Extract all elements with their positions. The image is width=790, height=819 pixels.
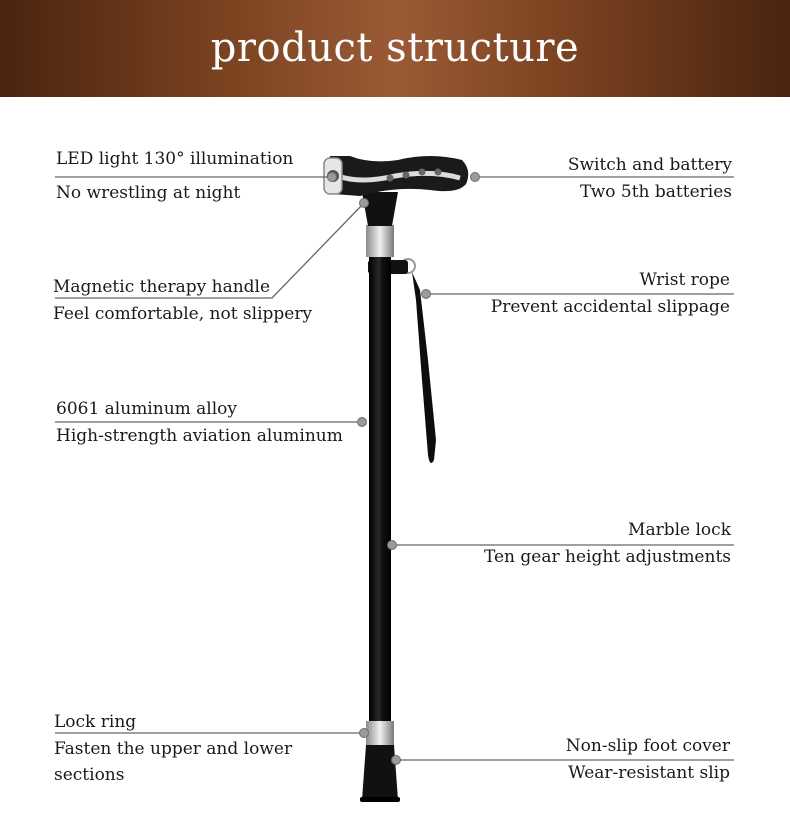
callout-alloy-desc: High-strength aviation aluminum <box>56 426 343 446</box>
callout-alloy-title: 6061 aluminum alloy <box>56 399 238 419</box>
callout-handle-title: Magnetic therapy handle <box>53 277 271 297</box>
page-title: product structure <box>210 25 580 71</box>
callout-marble-title: Marble lock <box>628 520 731 540</box>
callout-led-title: LED light 130° illumination <box>56 149 294 169</box>
callout-wrist-desc: Prevent accidental slippage <box>490 297 730 317</box>
callout-foot-desc: Wear-resistant slip <box>568 763 730 783</box>
lock-ring-part <box>366 721 394 745</box>
callout-lockring-desc: Fasten the upper and lower sections <box>54 739 293 785</box>
callout-led-desc: No wrestling at night <box>56 183 241 203</box>
callout-marble-desc: Ten gear height adjustments <box>483 547 731 567</box>
callout-foot-title: Non-slip foot cover <box>565 736 730 756</box>
leader-lines <box>55 176 734 761</box>
cane-shaft <box>369 255 391 721</box>
callout-lockring-title: Lock ring <box>54 712 137 732</box>
callout-switch-title: Switch and battery <box>567 155 732 175</box>
handle-neck <box>362 192 398 226</box>
header-banner <box>0 0 790 97</box>
callout-dots <box>327 172 480 765</box>
handle <box>323 156 469 196</box>
upper-collar <box>366 225 394 257</box>
foot-cover <box>362 745 398 800</box>
callout-switch-desc: Two 5th batteries <box>579 182 732 202</box>
callout-handle-desc: Feel comfortable, not slippery <box>53 304 313 324</box>
callout-wrist-title: Wrist rope <box>639 270 730 290</box>
